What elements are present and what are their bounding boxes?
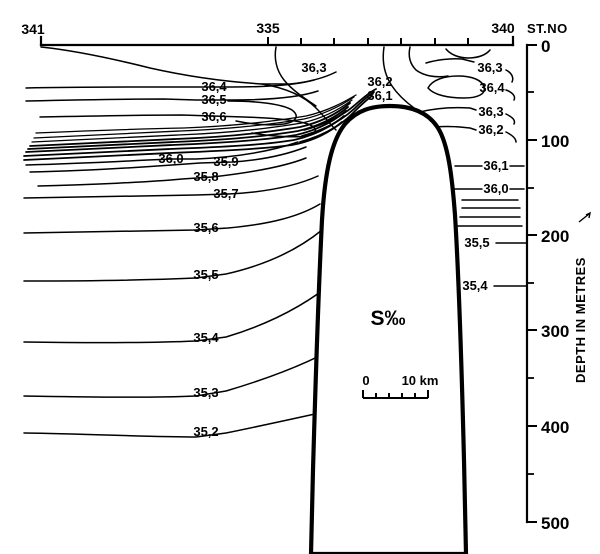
contour-line-35-6	[23, 203, 321, 234]
depth-label-500: 500	[541, 514, 569, 533]
contour-label: 35,5	[464, 235, 489, 250]
contour-label: 36,1	[367, 88, 392, 103]
station-axis-title: ST.NO	[527, 21, 568, 36]
contour-group-right	[382, 46, 528, 287]
depth-label-400: 400	[541, 418, 569, 437]
contour-label: 35,3	[193, 385, 218, 400]
contour-line-35-8	[37, 157, 307, 187]
depth-label-300: 300	[541, 322, 569, 341]
contour-line-right-36-2-tail	[505, 131, 517, 143]
depth-label-100: 100	[541, 132, 569, 151]
station-label-340: 340	[491, 20, 515, 36]
contour-line-right-36-4-lens	[427, 75, 486, 99]
contour-line-right-36-3b	[419, 106, 477, 113]
contour-line-right-36-4-tail	[505, 89, 516, 101]
contour-line-36-0	[25, 141, 299, 166]
contour-line-36-3-branch	[261, 83, 337, 131]
contour-line-surface-drop-1	[274, 46, 317, 107]
contour-label: 36,3	[477, 60, 502, 75]
contour-label: 36,1	[483, 158, 508, 173]
contour-line-36-4	[25, 79, 315, 89]
bundle-limb-1	[299, 95, 373, 143]
contour-label: 35,9	[213, 154, 238, 169]
contour-label: 35,5	[193, 267, 218, 282]
station-label-335: 335	[256, 20, 280, 36]
depth-label-0: 0	[541, 37, 550, 56]
contour-line-35-3	[23, 339, 349, 398]
contour-label: 35,4	[462, 278, 488, 293]
contour-label: 35,2	[193, 424, 218, 439]
bundle-line-5	[29, 102, 351, 147]
contour-line-36-5	[25, 90, 319, 102]
contour-label: 36,3	[301, 60, 326, 75]
contour-line-35-4	[23, 279, 337, 344]
contour-label: 36,5	[201, 92, 226, 107]
contour-label: 35,8	[193, 169, 218, 184]
station-label-341: 341	[21, 21, 45, 37]
depth-axis-title: DEPTH IN METRES	[573, 257, 588, 383]
contour-label: 35,7	[213, 186, 238, 201]
contour-label: 36,2	[478, 122, 503, 137]
depth-label-200: 200	[541, 227, 569, 246]
bundle-limb-2	[301, 91, 375, 137]
bundle-line-6	[31, 99, 353, 143]
scale-bar-start-label: 0	[362, 373, 369, 388]
scale-bar-end-label: 10 km	[402, 373, 439, 388]
station-axis: 341 335 340 ST.NO	[21, 20, 568, 47]
contour-line-35-2	[23, 404, 361, 438]
contour-line-35-9	[29, 146, 307, 173]
bundle-line-8	[35, 94, 357, 134]
contour-group-center-loops	[25, 46, 337, 138]
contour-line-right-surface-3	[445, 48, 491, 59]
contour-line-35-5	[23, 229, 323, 282]
bundle-line-7	[33, 96, 355, 139]
contour-label: 36,4	[201, 79, 227, 94]
contour-line-right-36-3b-tail	[505, 113, 516, 125]
bundle-limb-3	[303, 88, 377, 131]
contour-label: 36,3	[478, 104, 503, 119]
contour-line-inner-loop	[227, 100, 297, 126]
contour-label: 36,0	[158, 151, 183, 166]
contour-line-right-36-3a-tail	[505, 69, 514, 83]
contour-label: 36,2	[367, 74, 392, 89]
contour-line-36-3-top	[40, 46, 337, 85]
quantity-label: S‰	[370, 307, 405, 330]
contour-label: 36,6	[201, 109, 226, 124]
scale-bar: 0 10 km	[362, 373, 439, 399]
contour-label: 35,6	[193, 220, 218, 235]
depth-axis: 0 100 200 300 400 500 DEPTH IN METRES	[525, 37, 591, 533]
seamount-outline	[308, 103, 469, 554]
contour-line-35-7	[23, 175, 319, 199]
seamount-feature	[308, 103, 469, 554]
contour-group-left-deep	[23, 141, 361, 438]
arrow-icon	[578, 211, 591, 223]
contour-line-right-surface-2	[408, 46, 449, 78]
contour-line-right-surface-1	[382, 46, 415, 109]
contour-label: 36,0	[483, 181, 508, 196]
contour-label: 35,4	[193, 330, 219, 345]
contour-label: 36,4	[479, 80, 505, 95]
bundle-line-1	[23, 121, 343, 161]
contour-line-36-6	[39, 114, 316, 138]
contour-line-right-36-3a	[425, 58, 475, 64]
contour-labels: 36,3 36,2 36,1 36,4 36,5 36,6 36,0 35,9 …	[158, 60, 508, 439]
